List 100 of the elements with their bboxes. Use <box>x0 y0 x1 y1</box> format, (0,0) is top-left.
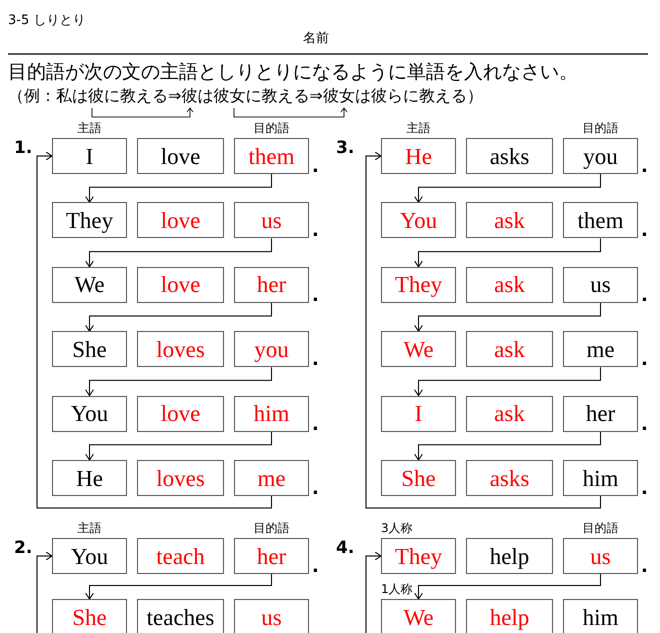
word-text: you <box>254 338 289 361</box>
word-box <box>137 202 224 238</box>
column-header: 主語 <box>76 122 102 134</box>
connector-arrow <box>366 552 382 633</box>
word-text: him <box>582 606 618 628</box>
word-text: love <box>160 273 200 296</box>
word-text: you <box>583 144 618 168</box>
connector-arrow <box>414 174 601 203</box>
word-box <box>52 138 127 174</box>
exercise-number: 2. <box>14 540 32 557</box>
word-box <box>466 202 553 238</box>
word-box <box>466 331 553 368</box>
sentence-period: . <box>312 286 319 305</box>
sentence-period: . <box>312 480 319 498</box>
word-box <box>466 396 553 432</box>
word-text: me <box>586 338 615 361</box>
word-box <box>137 460 224 496</box>
word-box <box>381 266 456 303</box>
connector-arrow <box>414 574 601 600</box>
connector-arrow <box>85 174 272 203</box>
sentence-period: . <box>641 286 648 305</box>
word-text: ask <box>494 338 525 361</box>
instruction-text: 目的語が次の文の主語としりとりになるように単語を入れなさい。 <box>8 63 578 82</box>
word-box <box>137 331 224 368</box>
connector-arrow <box>85 574 272 600</box>
word-text: ask <box>494 402 525 426</box>
sentence-period: . <box>641 351 648 370</box>
word-box <box>563 331 638 368</box>
word-box <box>52 202 127 238</box>
connector-arrow <box>366 152 601 508</box>
word-box <box>137 396 224 432</box>
word-box <box>52 460 127 496</box>
word-box <box>466 538 553 574</box>
word-text: ask <box>494 273 525 296</box>
word-text: She <box>72 338 107 361</box>
word-box <box>466 138 553 174</box>
word-text: us <box>590 544 611 568</box>
word-text: her <box>256 544 286 568</box>
word-text: love <box>160 208 200 232</box>
connector-arrow <box>414 431 601 460</box>
word-box <box>137 266 224 303</box>
word-text: us <box>261 606 282 628</box>
sentence-period: . <box>641 480 648 498</box>
word-text: You <box>400 208 438 232</box>
word-box <box>563 138 638 174</box>
word-box <box>563 460 638 496</box>
word-box <box>563 396 638 432</box>
word-text: help <box>490 606 530 628</box>
word-box <box>234 396 309 432</box>
word-text: She <box>72 606 107 628</box>
word-text: teach <box>156 544 205 568</box>
word-text: teaches <box>146 606 214 628</box>
word-text: She <box>401 466 436 490</box>
word-text: ask <box>494 208 525 232</box>
word-text: us <box>261 208 282 232</box>
word-box <box>52 538 127 574</box>
sentence-period: . <box>312 158 319 176</box>
word-text: love <box>160 402 200 426</box>
sentence-period: . <box>641 158 648 176</box>
name-label: 名前 <box>303 32 329 45</box>
word-box <box>52 396 127 432</box>
word-text: I <box>414 402 422 426</box>
word-box <box>466 460 553 496</box>
connector-arrow <box>85 366 272 396</box>
word-box <box>137 599 224 633</box>
column-header: 目的語 <box>252 122 290 134</box>
connector-arrow <box>414 366 601 396</box>
sentence-period: . <box>312 351 319 370</box>
sentence-period: . <box>312 416 319 434</box>
word-box <box>137 538 224 574</box>
word-text: They <box>394 273 442 296</box>
word-text: her <box>256 273 286 296</box>
sentence-period: . <box>312 558 319 576</box>
sentence-period: . <box>641 222 648 240</box>
word-box <box>52 331 127 368</box>
word-text: He <box>405 144 432 168</box>
word-box <box>381 396 456 432</box>
word-box <box>563 599 638 633</box>
word-box <box>234 331 309 368</box>
word-box <box>234 460 309 496</box>
connector-arrow <box>414 238 601 268</box>
word-text: loves <box>156 338 205 361</box>
word-box <box>52 599 127 633</box>
word-box <box>563 202 638 238</box>
column-header: 目的語 <box>252 522 290 534</box>
word-box <box>234 538 309 574</box>
word-box <box>563 266 638 303</box>
word-text: You <box>70 402 108 426</box>
word-box <box>381 331 456 368</box>
word-text: help <box>490 544 530 568</box>
word-text: You <box>70 544 108 568</box>
column-header: 主語 <box>76 522 102 534</box>
sentence-period: . <box>312 222 319 240</box>
connector-arrow <box>36 152 272 508</box>
word-text: asks <box>490 144 530 168</box>
column-header: 主語 <box>406 122 432 134</box>
exercise-number: 3. <box>336 140 354 157</box>
column-header: 目的語 <box>582 522 620 534</box>
word-text: We <box>403 338 434 361</box>
exercise-number: 4. <box>336 540 354 557</box>
